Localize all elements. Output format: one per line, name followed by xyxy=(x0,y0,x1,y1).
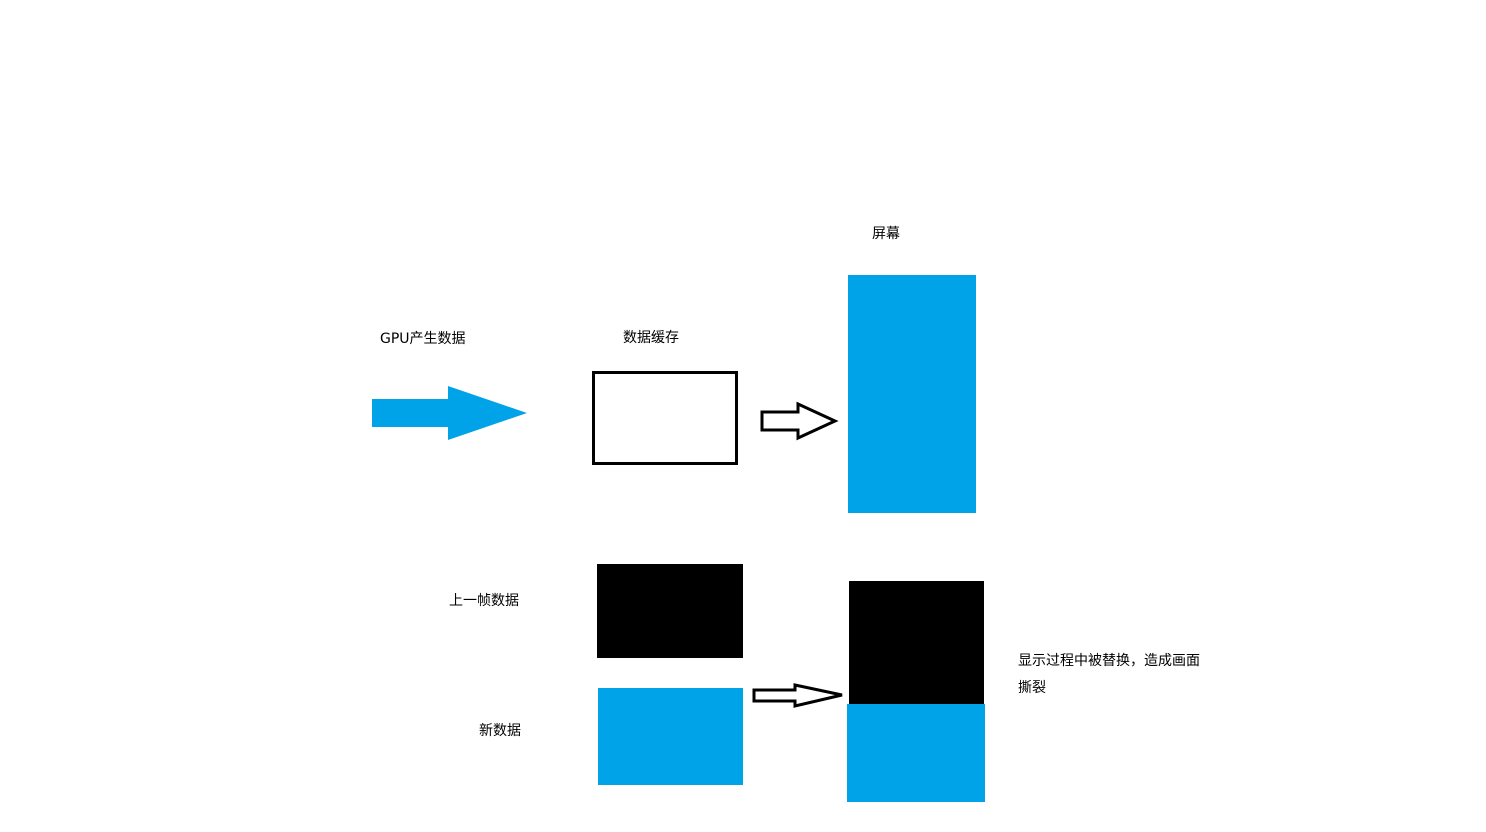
previous-frame-block xyxy=(597,564,743,658)
torn-screen-bottom-blue xyxy=(847,704,985,802)
gpu-produce-label: GPU产生数据 xyxy=(380,331,466,347)
data-buffer-box xyxy=(592,371,738,465)
gpu-output-arrow xyxy=(372,386,527,440)
data-buffer-label: 数据缓存 xyxy=(623,330,679,346)
new-data-block xyxy=(598,688,743,785)
screen-box xyxy=(848,275,976,513)
buffer-to-screen-arrow xyxy=(760,401,839,441)
screen-label: 屏幕 xyxy=(872,226,900,242)
previous-frame-label: 上一帧数据 xyxy=(449,593,519,609)
tearing-note-label: 显示过程中被替换，造成画面撕裂 xyxy=(1018,653,1200,696)
new-data-label: 新数据 xyxy=(479,723,521,739)
frames-to-screen-arrow xyxy=(752,683,843,708)
torn-screen-top-black xyxy=(849,581,984,705)
